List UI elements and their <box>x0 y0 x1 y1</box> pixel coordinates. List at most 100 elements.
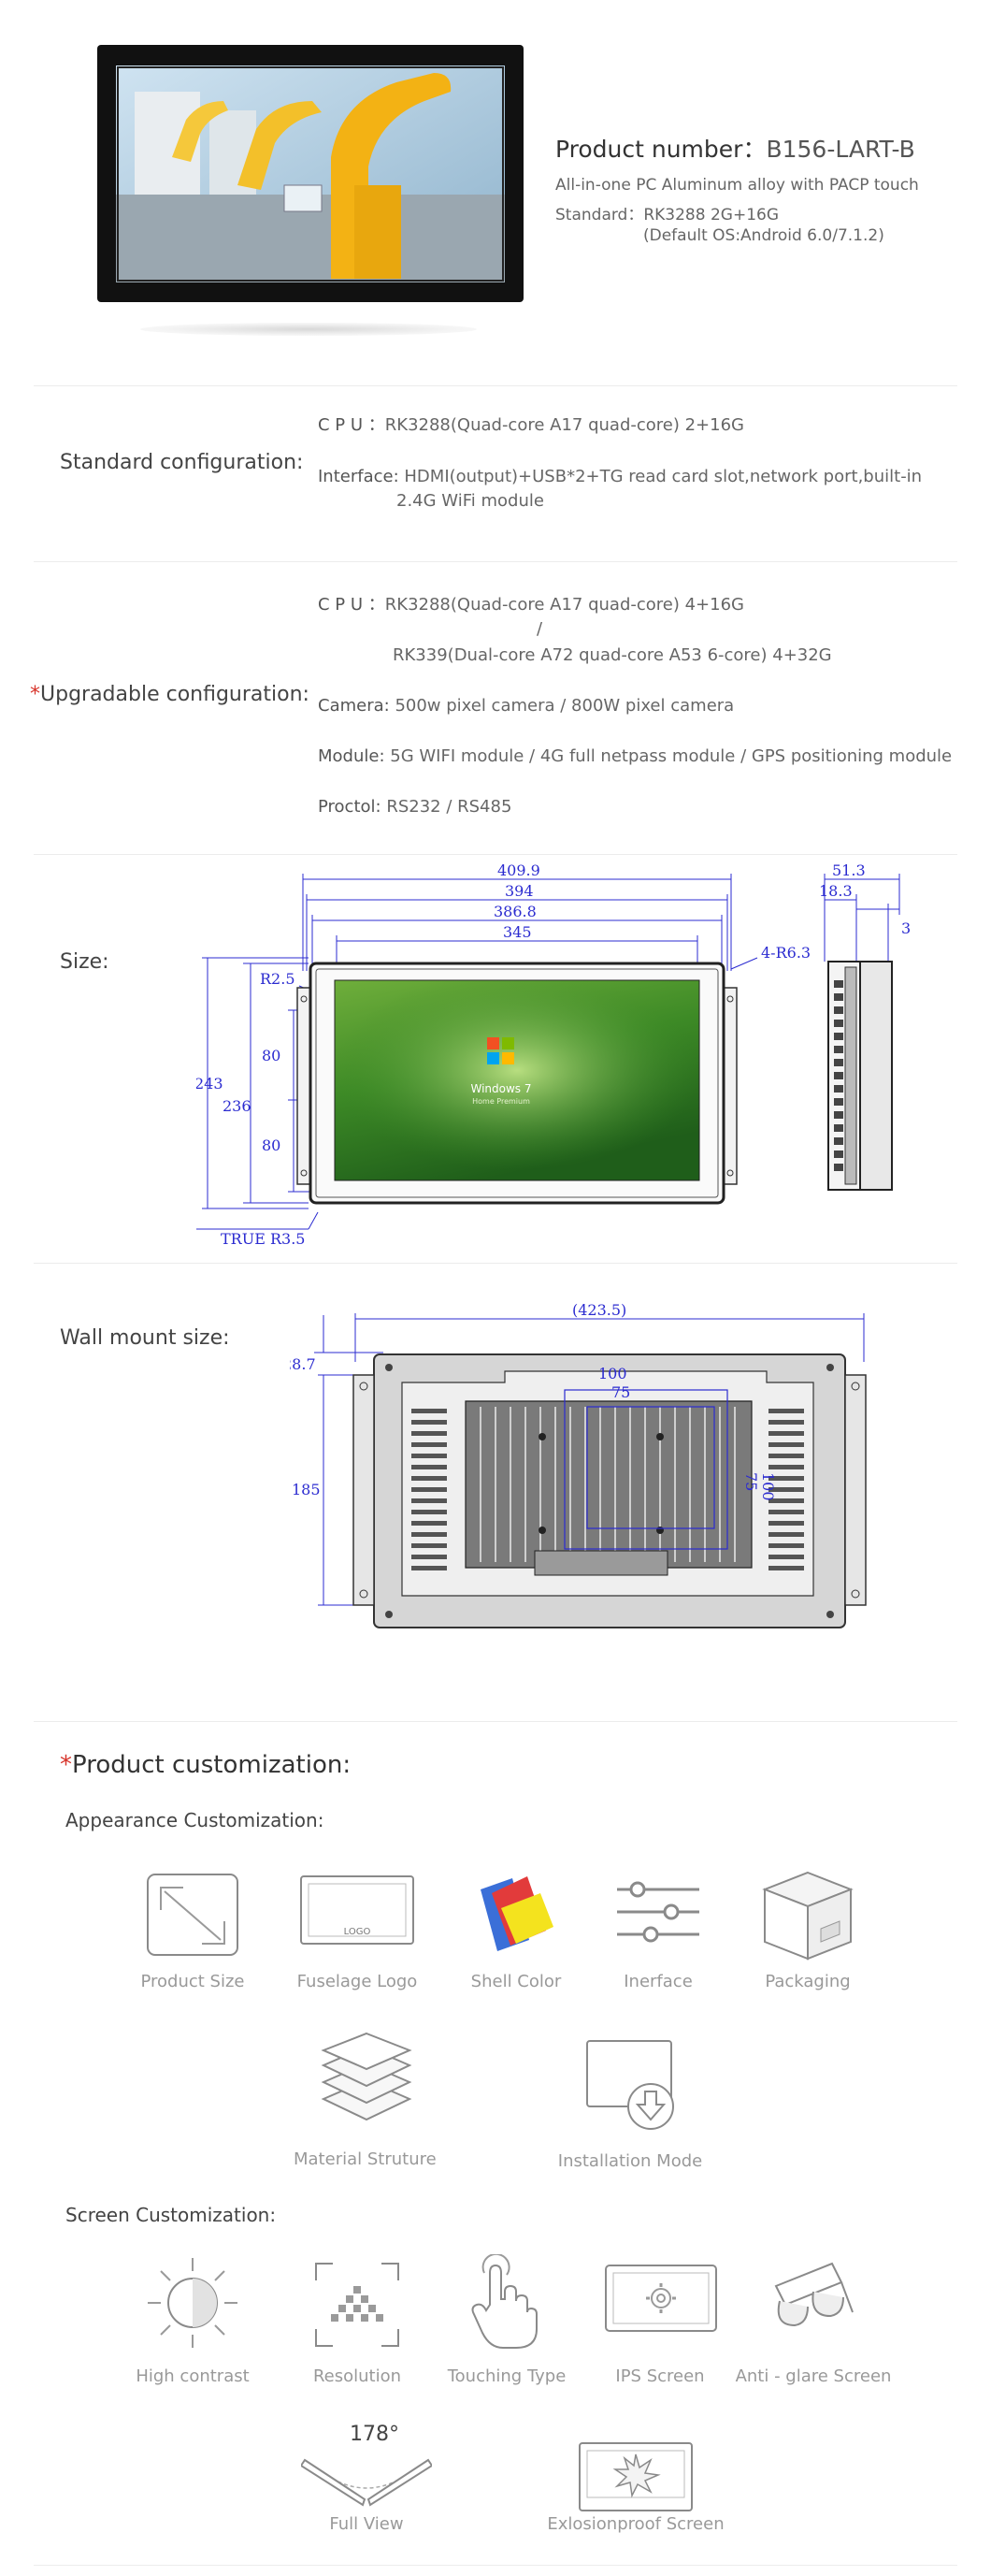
upgradable-cpu: C P U ：RK3288(Quad-core A17 quad-core) 4… <box>318 593 744 617</box>
interface-line1: HDMI(output)+USB*2+TG read card slot,net… <box>404 467 923 486</box>
upgradable-config-title: *Upgradable configuration: <box>30 683 309 706</box>
screen-item-explosionproof: Exlosionproof Screen <box>547 2514 725 2534</box>
proctol-value: RS232 / RS485 <box>386 797 512 817</box>
anti-glare-icon <box>767 2260 856 2348</box>
standard-interface: Interface: HDMI(output)+USB*2+TG read ca… <box>318 465 922 489</box>
appearance-item-material-struture: Material Struture <box>294 2149 437 2169</box>
product-image <box>97 45 524 302</box>
interface-label: Interface: <box>318 467 399 486</box>
dim-h2: 236 <box>223 1097 251 1115</box>
dim-r3: TRUE R3.5 <box>221 1230 305 1248</box>
appearance-title: Appearance Customization: <box>65 1809 324 1831</box>
upgradable-title-text: Upgradable configuration: <box>40 683 309 706</box>
dim-w4: 345 <box>503 923 532 941</box>
dim-wall-h: 185 <box>292 1481 321 1498</box>
dim-r2: R2.5 <box>260 970 295 988</box>
shell-color-icon <box>473 1871 559 1961</box>
product-number-value: B156-LART-B <box>766 136 915 163</box>
dim-wall-v75: 75 <box>611 1383 630 1401</box>
upgradable-proctol: Proctol: RS232 / RS485 <box>318 795 511 819</box>
required-star: * <box>30 683 40 706</box>
product-number-label: Product number： <box>555 136 767 163</box>
high-contrast-icon <box>144 2254 241 2355</box>
dim-s1: 51.3 <box>832 861 866 879</box>
screen-item-ips-screen: IPS Screen <box>615 2366 705 2386</box>
size-diagram: 409.9 394 386.8 345 4-R6.3 R2.5 TRUE R3.… <box>194 861 911 1248</box>
proctol-label: Proctol: <box>318 797 381 817</box>
divider <box>34 561 957 562</box>
monitor-photo <box>97 45 524 302</box>
cpu-value: RK3288(Quad-core A17 quad-core) 2+16G <box>384 415 744 435</box>
view-angle-label: 178° <box>350 2423 399 2446</box>
divider <box>34 854 957 855</box>
screen-title: Screen Customization: <box>65 2204 277 2226</box>
divider <box>34 2565 957 2566</box>
dim-h4: 80 <box>262 1136 280 1154</box>
monitor-shadow <box>140 323 477 336</box>
product-desc: All-in-one PC Aluminum alloy with PACP t… <box>555 176 919 195</box>
screen-item-high-contrast: High contrast <box>136 2366 250 2386</box>
standard-config-title: Standard configuration: <box>60 451 304 474</box>
dim-wall-v100: 100 <box>598 1365 627 1382</box>
screen-item-anti-glare: Anti - glare Screen <box>735 2366 892 2386</box>
customization-title: *Product customization: <box>60 1751 351 1779</box>
module-label: Module: <box>318 746 385 766</box>
screen-item-resolution: Resolution <box>312 2366 402 2386</box>
upgradable-camera: Camera: 500w pixel camera / 800W pixel c… <box>318 694 734 718</box>
dim-h1: 243 <box>196 1075 223 1093</box>
standard-label: Standard： <box>555 206 644 224</box>
dim-wall-top: 28.7 <box>290 1355 316 1373</box>
full-view-icon <box>299 2451 434 2516</box>
dim-w1: 409.9 <box>497 861 540 879</box>
dim-s3: 3 <box>901 919 911 937</box>
appearance-item-product-size: Product Size <box>140 1972 245 1991</box>
product-size-icon <box>144 1871 241 1964</box>
screen-item-touching-type: Touching Type <box>447 2366 567 2386</box>
dim-wall-h75: 75 <box>742 1472 760 1491</box>
resolution-icon <box>312 2260 402 2353</box>
touching-type-icon <box>466 2252 540 2355</box>
camera-value: 500w pixel camera / 800W pixel camera <box>395 696 735 716</box>
wall-mount-diagram: (423.5) 28.7 185 100 75 100 75 <box>282 1301 867 1628</box>
dim-w2: 394 <box>505 882 534 900</box>
size-drawing: 409.9 394 386.8 345 4-R6.3 R2.5 TRUE R3.… <box>194 859 926 1252</box>
standard-value: RK3288 2G+16G <box>643 206 780 224</box>
cpu-value-1: RK3288(Quad-core A17 quad-core) 4+16G <box>384 595 744 615</box>
dim-wall-h100: 100 <box>759 1472 777 1501</box>
dim-wall-w: (423.5) <box>572 1301 626 1319</box>
dim-w3: 386.8 <box>494 903 537 920</box>
wall-mount-title: Wall mount size: <box>60 1326 230 1350</box>
product-standard: Standard：RK3288 2G+16G <box>555 201 779 224</box>
standard-cpu: C P U ：RK3288(Quad-core A17 quad-core) 2… <box>318 413 744 438</box>
module-value: 5G WIFI module / 4G full netpass module … <box>390 746 953 766</box>
windows-sub: Home Premium <box>472 1097 530 1106</box>
dim-h3: 80 <box>262 1047 280 1064</box>
interface-line2: 2.4G WiFi module <box>396 491 544 511</box>
size-title: Size: <box>60 950 109 974</box>
fuselage-logo-icon: LOGO <box>299 1874 415 1955</box>
product-number: Product number：B156-LART-B <box>555 131 915 165</box>
customization-title-text: Product customization: <box>72 1751 352 1779</box>
logo-text: LOGO <box>344 1927 371 1937</box>
appearance-item-shell-color: Shell Color <box>470 1972 562 1991</box>
appearance-item-installation-mode: Installation Mode <box>557 2151 703 2171</box>
installation-mode-icon <box>583 2037 681 2138</box>
interface-icon <box>613 1876 703 1955</box>
cpu-value-2: RK339(Dual-core A72 quad-core A53 6-core… <box>393 645 832 665</box>
screen-item-full-view: Full View <box>329 2514 404 2534</box>
cpu-label: C P U ： <box>318 595 385 615</box>
divider <box>34 1721 957 1722</box>
divider <box>34 1263 957 1264</box>
product-default-os: (Default OS:Android 6.0/7.1.2) <box>643 226 884 245</box>
ips-screen-icon <box>604 2264 718 2340</box>
cpu-label: C P U ： <box>318 415 385 435</box>
packaging-icon <box>759 1869 856 1966</box>
appearance-item-fuselage-logo: Fuselage Logo <box>296 1972 418 1991</box>
upgradable-module: Module: 5G WIFI module / 4G full netpass… <box>318 745 952 769</box>
material-structure-icon <box>316 2032 417 2129</box>
windows-text: Windows 7 <box>470 1082 531 1095</box>
appearance-item-interface: Inerface <box>624 1972 693 1991</box>
appearance-item-packaging: Packaging <box>765 1972 851 1991</box>
required-star: * <box>60 1751 72 1779</box>
wall-mount-drawing: (423.5) 28.7 185 100 75 100 75 <box>282 1296 888 1652</box>
